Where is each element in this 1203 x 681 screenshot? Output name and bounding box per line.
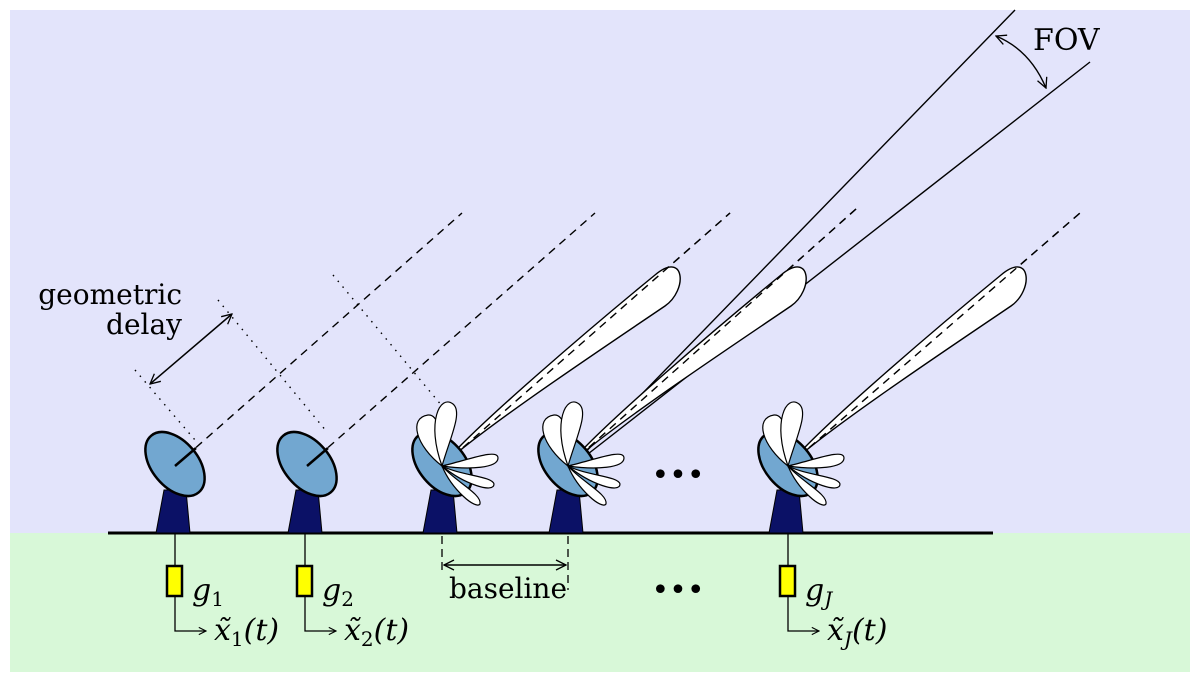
output-arrow bbox=[304, 596, 336, 631]
gain-label: g1 bbox=[192, 573, 224, 611]
feed-icon bbox=[306, 447, 329, 467]
ellipsis-antennas: ••• bbox=[651, 458, 704, 493]
signal-label: x̃2(t) bbox=[344, 613, 409, 651]
antenna-1: g1 x̃1(t) bbox=[144, 430, 279, 651]
antenna-3 bbox=[411, 401, 499, 534]
ground-region bbox=[10, 533, 1190, 672]
signal-label: x̃J(t) bbox=[827, 613, 887, 651]
sky-region bbox=[10, 10, 1190, 533]
main-beam-lobes bbox=[441, 266, 1027, 467]
fov-label: FOV bbox=[1033, 23, 1101, 58]
antenna-4 bbox=[537, 401, 625, 534]
antenna-2: g2 x̃2(t) bbox=[276, 430, 409, 651]
gain-label: g2 bbox=[322, 573, 354, 611]
ellipsis-gains: ••• bbox=[651, 573, 704, 608]
fov-arrow bbox=[996, 36, 1046, 88]
baseline-indicator: baseline bbox=[441, 536, 569, 605]
wavefront-lines bbox=[134, 274, 448, 441]
pointing-lines-over-lobes bbox=[441, 208, 1081, 467]
baseline-label: baseline bbox=[449, 572, 567, 605]
signal-label: x̃1(t) bbox=[214, 613, 279, 651]
radio-dish-icon bbox=[276, 430, 338, 498]
gain-box-icon bbox=[295, 564, 314, 598]
radio-dish-icon bbox=[144, 430, 206, 498]
output-arrow bbox=[787, 596, 819, 631]
gain-box-icon bbox=[165, 564, 184, 598]
feed-icon bbox=[174, 447, 197, 467]
antenna-j: gJ x̃J(t) bbox=[757, 401, 887, 651]
gain-box-icon bbox=[778, 564, 797, 598]
geometric-delay-label-line1: geometric bbox=[38, 278, 182, 311]
geometric-delay-label-line2: delay bbox=[106, 308, 182, 341]
output-arrow bbox=[174, 596, 206, 631]
gain-label: gJ bbox=[805, 573, 833, 611]
fov-boundary-line bbox=[569, 61, 1091, 469]
geometric-delay-arrow bbox=[150, 314, 232, 384]
